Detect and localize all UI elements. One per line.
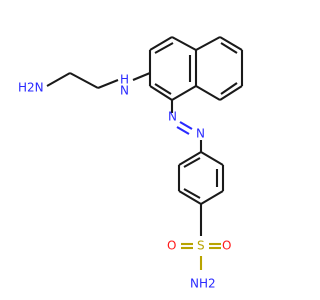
bond-benz-1b bbox=[183, 157, 201, 168]
bond-nh-ring bbox=[132, 72, 151, 81]
bond-h2n-c1 bbox=[46, 72, 71, 87]
atom-oxygen-right: O bbox=[222, 239, 231, 253]
atom-bridge-n: N bbox=[120, 84, 129, 98]
bond-naph-6 bbox=[149, 85, 173, 101]
bond-c2-nh bbox=[97, 79, 119, 89]
atom-h2n: H2N bbox=[18, 81, 44, 95]
atom-bridge-h: H bbox=[120, 73, 129, 87]
bond-naph-2 bbox=[149, 36, 173, 51]
atom-azo-n2: N bbox=[196, 127, 205, 141]
bond-naph-9 bbox=[219, 36, 243, 51]
bond-naph-5 bbox=[171, 85, 197, 101]
bond-naph-3 bbox=[171, 36, 197, 51]
bond-benz-6 bbox=[200, 151, 224, 166]
bond-benz-3b bbox=[183, 188, 201, 199]
bond-azo-double-2 bbox=[176, 126, 190, 135]
molecule-structure: H2N N H N N S O O NH2 bbox=[18, 36, 244, 291]
bond-benz-1 bbox=[178, 151, 202, 166]
bond-naph-6b bbox=[154, 83, 172, 95]
atom-sulfonamide-n: NH2 bbox=[190, 277, 216, 291]
bond-c1-c2 bbox=[69, 72, 99, 89]
bond-naph-11b bbox=[220, 82, 238, 95]
bond-naph-8 bbox=[195, 36, 221, 51]
molecule-canvas: H2N N H N N S O O NH2 bbox=[18, 36, 244, 291]
bond-naph-2b bbox=[154, 42, 174, 54]
atom-azo-n1: N bbox=[168, 110, 177, 124]
atom-sulfur: S bbox=[197, 239, 205, 253]
bond-benz-4 bbox=[200, 190, 224, 205]
atom-oxygen-left: O bbox=[167, 239, 176, 253]
bond-benz-3 bbox=[178, 190, 202, 205]
bond-azo-double-1 bbox=[179, 121, 193, 130]
bond-naph-9b bbox=[220, 42, 238, 54]
bond-naph-11 bbox=[219, 85, 243, 101]
bond-naph-12 bbox=[195, 85, 221, 101]
